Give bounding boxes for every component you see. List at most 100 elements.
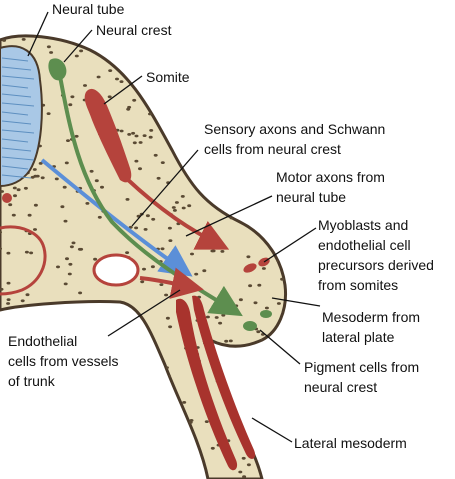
mesenchyme-cell <box>23 186 28 190</box>
mesenchyme-cell <box>208 172 213 176</box>
mesenchyme-cell <box>190 252 194 256</box>
mesenchyme-cell <box>20 423 25 426</box>
mesenchyme-cell <box>278 429 283 433</box>
mesenchyme-cell <box>100 324 105 327</box>
endothelial-arrow <box>139 267 204 299</box>
mesenchyme-cell <box>202 35 207 38</box>
label-endothelial-1: Endothelial <box>8 333 77 349</box>
mesenchyme-cell <box>138 141 143 144</box>
mesenchyme-cell <box>163 438 168 442</box>
mesenchyme-cell <box>259 75 264 79</box>
mesenchyme-cell <box>88 442 93 446</box>
mesenchyme-cell <box>227 39 232 43</box>
mesenchyme-cell <box>214 316 219 319</box>
mesenchyme-cell <box>240 364 245 367</box>
mesenchyme-cell <box>23 473 28 477</box>
mesenchyme-cell <box>190 441 195 444</box>
mesenchyme-cell <box>68 103 73 107</box>
mesenchyme-cell <box>2 39 7 42</box>
mesenchyme-cell <box>134 452 139 455</box>
mesenchyme-cell <box>188 421 193 424</box>
mesenchyme-cell <box>122 442 127 445</box>
label-sensory-axons-2: cells from neural crest <box>204 141 341 157</box>
mesenchyme-cell <box>188 32 192 35</box>
mesenchyme-cell <box>241 159 246 163</box>
mesenchyme-cell <box>142 134 147 138</box>
mesenchyme-cell <box>165 316 170 320</box>
mesenchyme-cell <box>69 245 74 249</box>
mesenchyme-cell <box>164 293 169 297</box>
mesenchyme-cell <box>131 131 136 135</box>
mesenchyme-cell <box>35 174 40 178</box>
mesenchyme-cell <box>47 30 51 33</box>
mesenchyme-cell <box>115 77 119 81</box>
mesenchyme-cell <box>156 176 161 180</box>
mesenchyme-cell <box>78 291 83 295</box>
label-myoblasts-2: endothelial cell <box>318 237 411 253</box>
mesenchyme-cell <box>198 88 203 92</box>
mesenchyme-cell <box>168 461 173 465</box>
mesenchyme-cell <box>66 436 71 440</box>
mesenchyme-cell <box>68 262 73 266</box>
mesenchyme-cell <box>168 239 173 243</box>
mesenchyme-cell <box>51 323 56 327</box>
mesenchyme-cell <box>125 405 130 408</box>
mesenchyme-cell <box>56 265 60 269</box>
mesenchyme-cell <box>6 281 11 285</box>
mesenchyme-cell <box>64 401 69 405</box>
mesenchyme-cell <box>73 416 78 420</box>
mesenchyme-cell <box>67 454 72 458</box>
mesenchyme-cell <box>229 181 234 185</box>
mesenchyme-cell <box>123 329 128 333</box>
mesenchyme-cell <box>182 462 187 466</box>
mesenchyme-cell <box>178 140 183 143</box>
mesenchyme-cell <box>64 310 69 314</box>
mesenchyme-cell <box>60 205 65 209</box>
mesenchyme-cell <box>33 203 38 207</box>
mesenchyme-cell <box>67 272 72 276</box>
mesenchyme-cell <box>160 247 165 251</box>
mesenchyme-cell <box>160 161 165 165</box>
mesenchyme-cell <box>193 161 198 165</box>
neural-tube-line <box>1 138 29 143</box>
mesenchyme-cell <box>181 206 186 210</box>
mesenchyme-cell <box>282 31 286 34</box>
mesenchyme-cell <box>133 473 138 477</box>
mesenchyme-cell <box>217 58 222 62</box>
mesenchyme-cell <box>176 56 181 60</box>
neural-tube-line <box>1 174 32 179</box>
pigment-cells <box>243 310 272 331</box>
mesenchyme-cell <box>253 301 258 305</box>
mesenchyme-cell <box>76 372 81 376</box>
mesenchyme-cell <box>20 424 25 427</box>
mesenchyme-cell <box>130 462 135 466</box>
mesenchyme-cell <box>237 362 242 366</box>
somite-arrow <box>124 176 230 250</box>
mesenchyme-cell <box>142 267 146 271</box>
mesenchyme-cell <box>143 228 148 231</box>
mesenchyme-cell <box>89 38 94 42</box>
mesenchyme-cell <box>96 75 101 79</box>
neural-tube-line <box>1 102 35 107</box>
mesenchyme-cell <box>280 277 285 281</box>
mesenchyme-cell <box>159 283 164 286</box>
mesenchyme-cell <box>63 452 68 456</box>
mesenchyme-cell <box>107 442 112 446</box>
mesenchyme-cell <box>249 214 254 218</box>
mesenchyme-cell <box>197 108 202 111</box>
mesenchyme-cell <box>30 175 35 179</box>
mesenchyme-cell <box>46 29 50 32</box>
mesenchyme-cell <box>126 107 131 111</box>
mesenchyme-cell <box>171 206 176 209</box>
mesenchyme-cell <box>70 95 75 99</box>
mesenchyme-cell <box>136 323 141 326</box>
label-neural-crest: Neural crest <box>96 22 172 38</box>
mesenchyme-cell <box>192 99 197 103</box>
mesenchyme-cell <box>24 250 29 254</box>
mesenchyme-cell <box>140 70 145 74</box>
mesenchyme-cell <box>156 473 161 476</box>
mesenchyme-cell <box>285 80 286 83</box>
mesenchyme-cell <box>96 446 100 450</box>
mesenchyme-cell <box>136 354 140 357</box>
